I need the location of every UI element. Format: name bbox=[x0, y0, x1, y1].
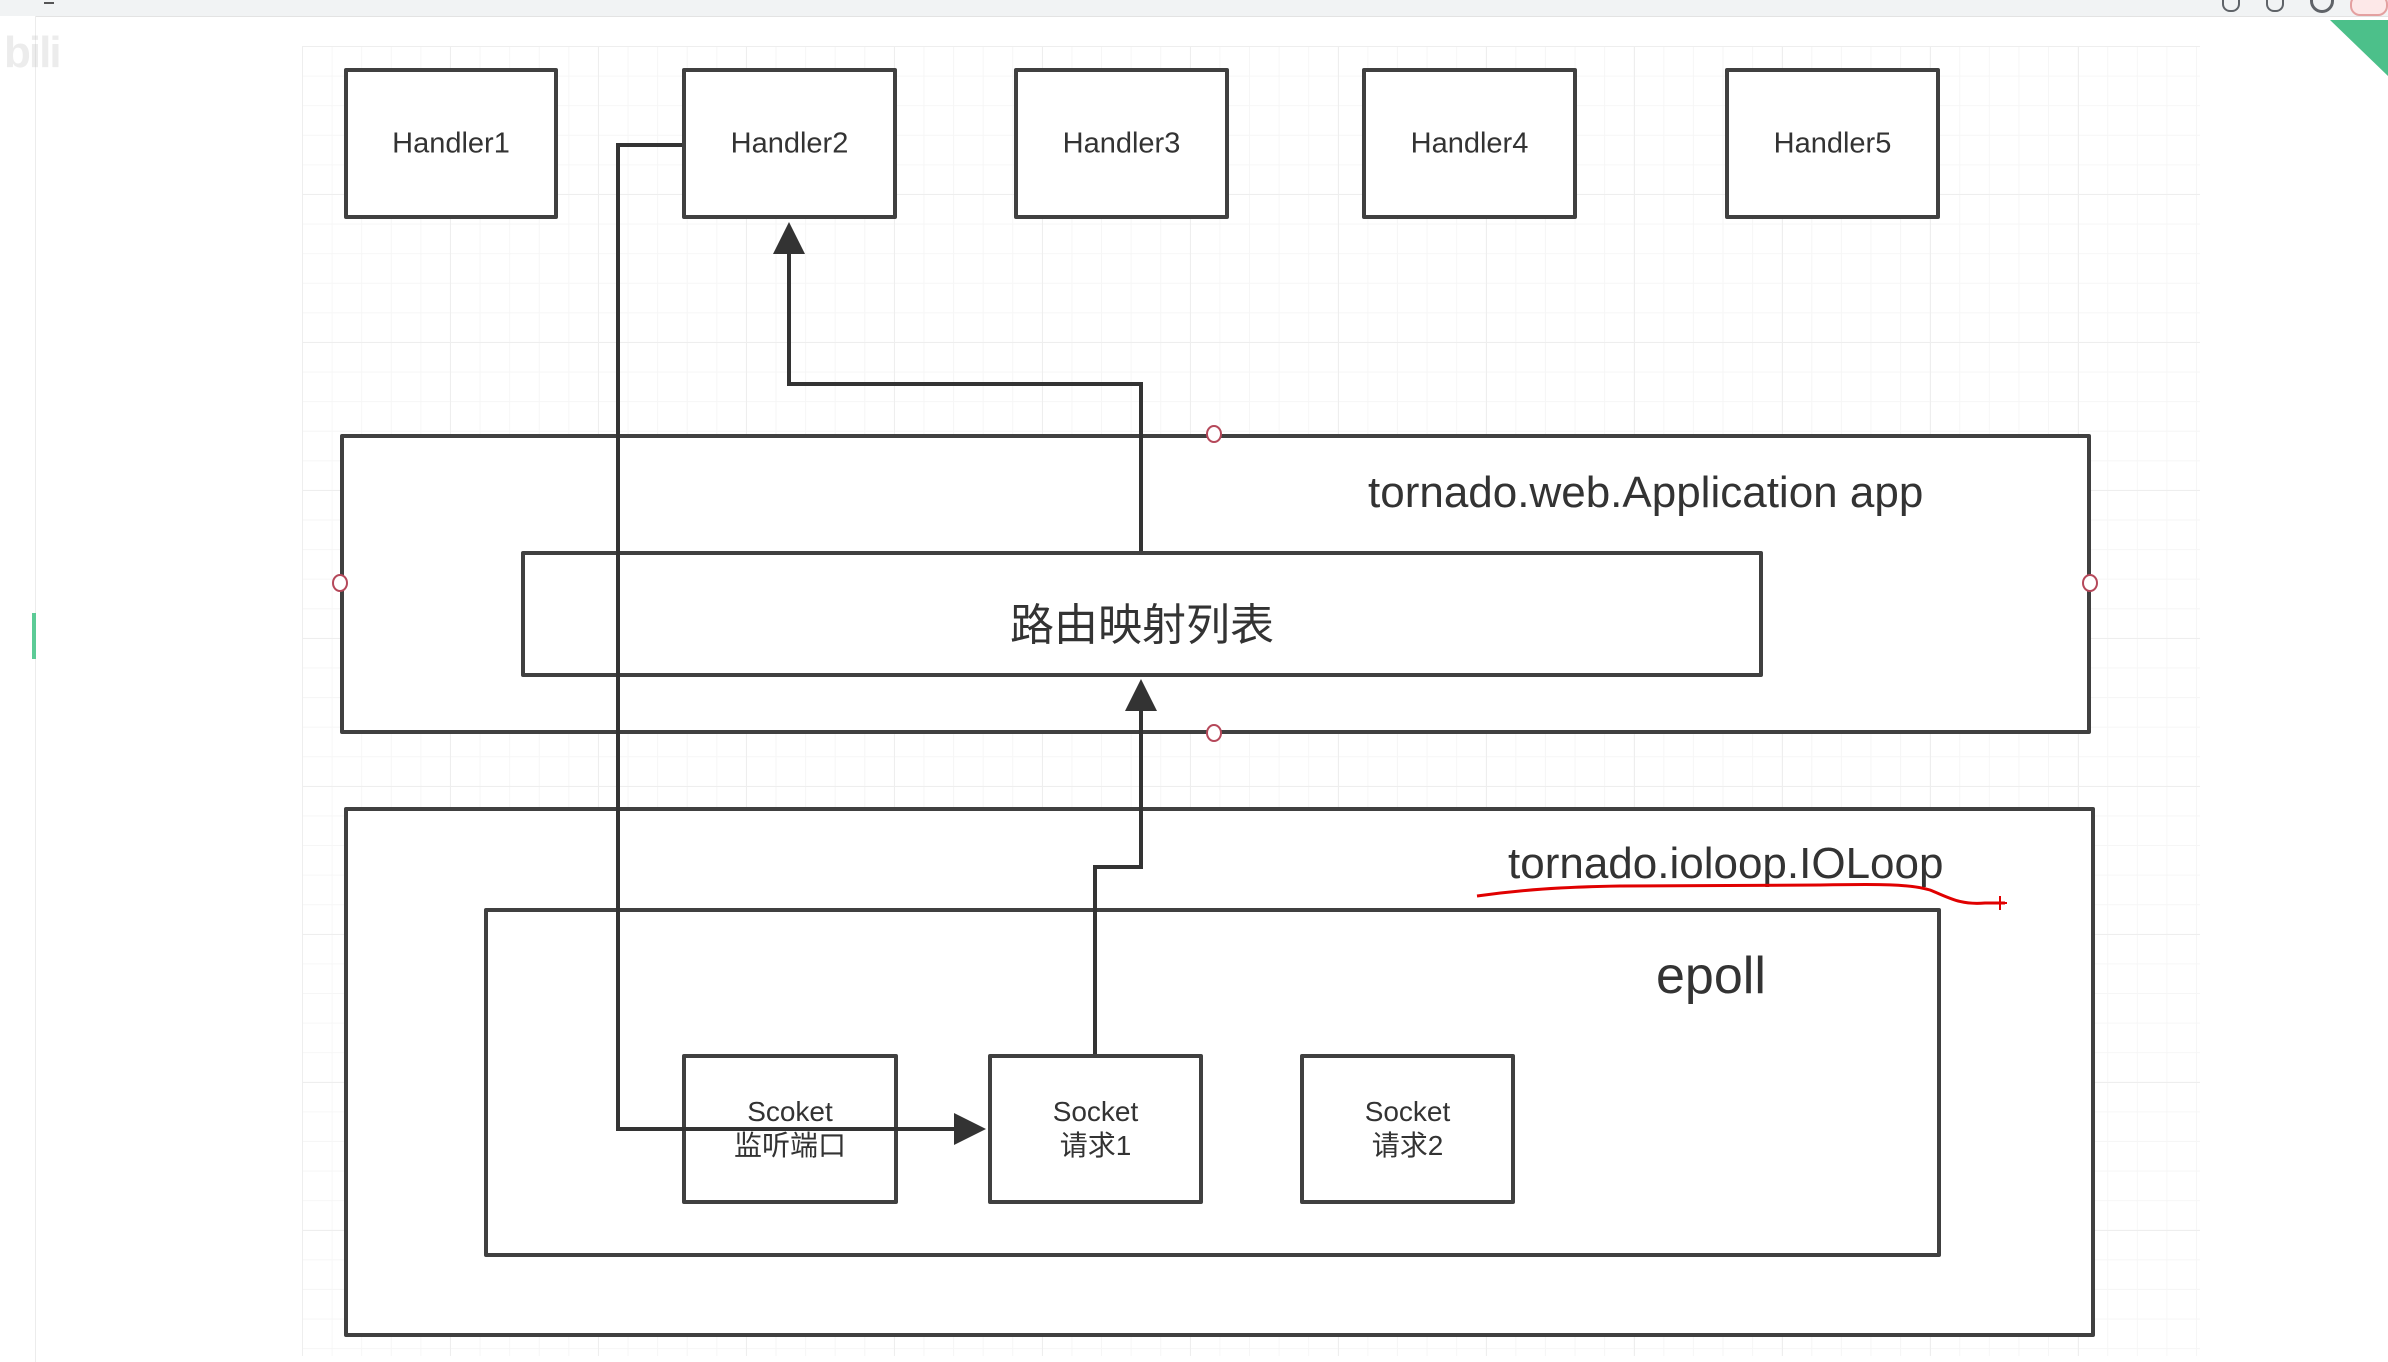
application-label: tornado.web.Application app bbox=[1368, 468, 1924, 517]
handler5-box[interactable]: Handler5 bbox=[1725, 68, 1940, 219]
handler4-box[interactable]: Handler4 bbox=[1362, 68, 1577, 219]
socket-request1-box[interactable]: Socket 请求1 bbox=[988, 1054, 1203, 1204]
handler3-label: Handler3 bbox=[1062, 127, 1181, 159]
socket-request1-label: Socket 请求1 bbox=[992, 1095, 1199, 1163]
connector-routing-to-handler2[interactable] bbox=[773, 222, 1143, 551]
socket-listen-line1: Scoket bbox=[747, 1096, 833, 1127]
handler1-box[interactable]: Handler1 bbox=[344, 68, 558, 219]
minimize-icon[interactable] bbox=[44, 2, 54, 4]
extension-icon[interactable] bbox=[2222, 0, 2240, 12]
routing-table-label: 路由映射列表 bbox=[1010, 601, 1274, 650]
corner-flag-icon[interactable] bbox=[2330, 20, 2388, 76]
socket-listen-line2: 监听端口 bbox=[733, 1130, 846, 1161]
ioloop-underline-annotation bbox=[1476, 883, 2005, 905]
connection-point-left[interactable] bbox=[332, 574, 348, 592]
connection-point-bottom[interactable] bbox=[1206, 724, 1222, 742]
ioloop-label: tornado.ioloop.IOLoop bbox=[1508, 839, 1944, 888]
routing-table-box[interactable]: 路由映射列表 bbox=[521, 551, 1763, 677]
handler4-label: Handler4 bbox=[1410, 127, 1529, 159]
epoll-label: epoll bbox=[1656, 947, 1766, 1005]
socket-request2-label: Socket 请求2 bbox=[1304, 1095, 1511, 1163]
socket-request2-line1: Socket bbox=[1364, 1096, 1451, 1127]
pin-icon[interactable] bbox=[2266, 0, 2284, 12]
handler2-box[interactable]: Handler2 bbox=[682, 68, 897, 219]
reload-icon[interactable] bbox=[2310, 0, 2334, 13]
socket-request2-box[interactable]: Socket 请求2 bbox=[1300, 1054, 1515, 1204]
connection-point-top[interactable] bbox=[1206, 425, 1222, 443]
handler1-label: Handler1 bbox=[392, 127, 510, 159]
profile-badge[interactable] bbox=[2350, 0, 2388, 16]
socket-request1-line1: Socket bbox=[1052, 1096, 1139, 1127]
left-sidebar-strip: bili bbox=[0, 16, 62, 1362]
browser-toolbar bbox=[0, 0, 2388, 17]
socket-request2-line2: 请求2 bbox=[1371, 1130, 1444, 1161]
ioloop-underline-cursor-icon bbox=[1993, 896, 2007, 910]
connector-request1-to-routing[interactable] bbox=[1093, 679, 1157, 1054]
connector-listen-to-request1[interactable] bbox=[616, 143, 986, 1145]
connection-point-right[interactable] bbox=[2082, 574, 2098, 592]
scroll-position-marker[interactable] bbox=[32, 613, 36, 659]
handler5-label: Handler5 bbox=[1773, 127, 1892, 159]
socket-listen-label: Scoket 监听端口 bbox=[686, 1095, 894, 1163]
socket-request1-line2: 请求1 bbox=[1059, 1130, 1132, 1161]
handler2-label: Handler2 bbox=[730, 127, 849, 159]
watermark-logo: bili bbox=[4, 28, 62, 77]
handler3-box[interactable]: Handler3 bbox=[1014, 68, 1229, 219]
